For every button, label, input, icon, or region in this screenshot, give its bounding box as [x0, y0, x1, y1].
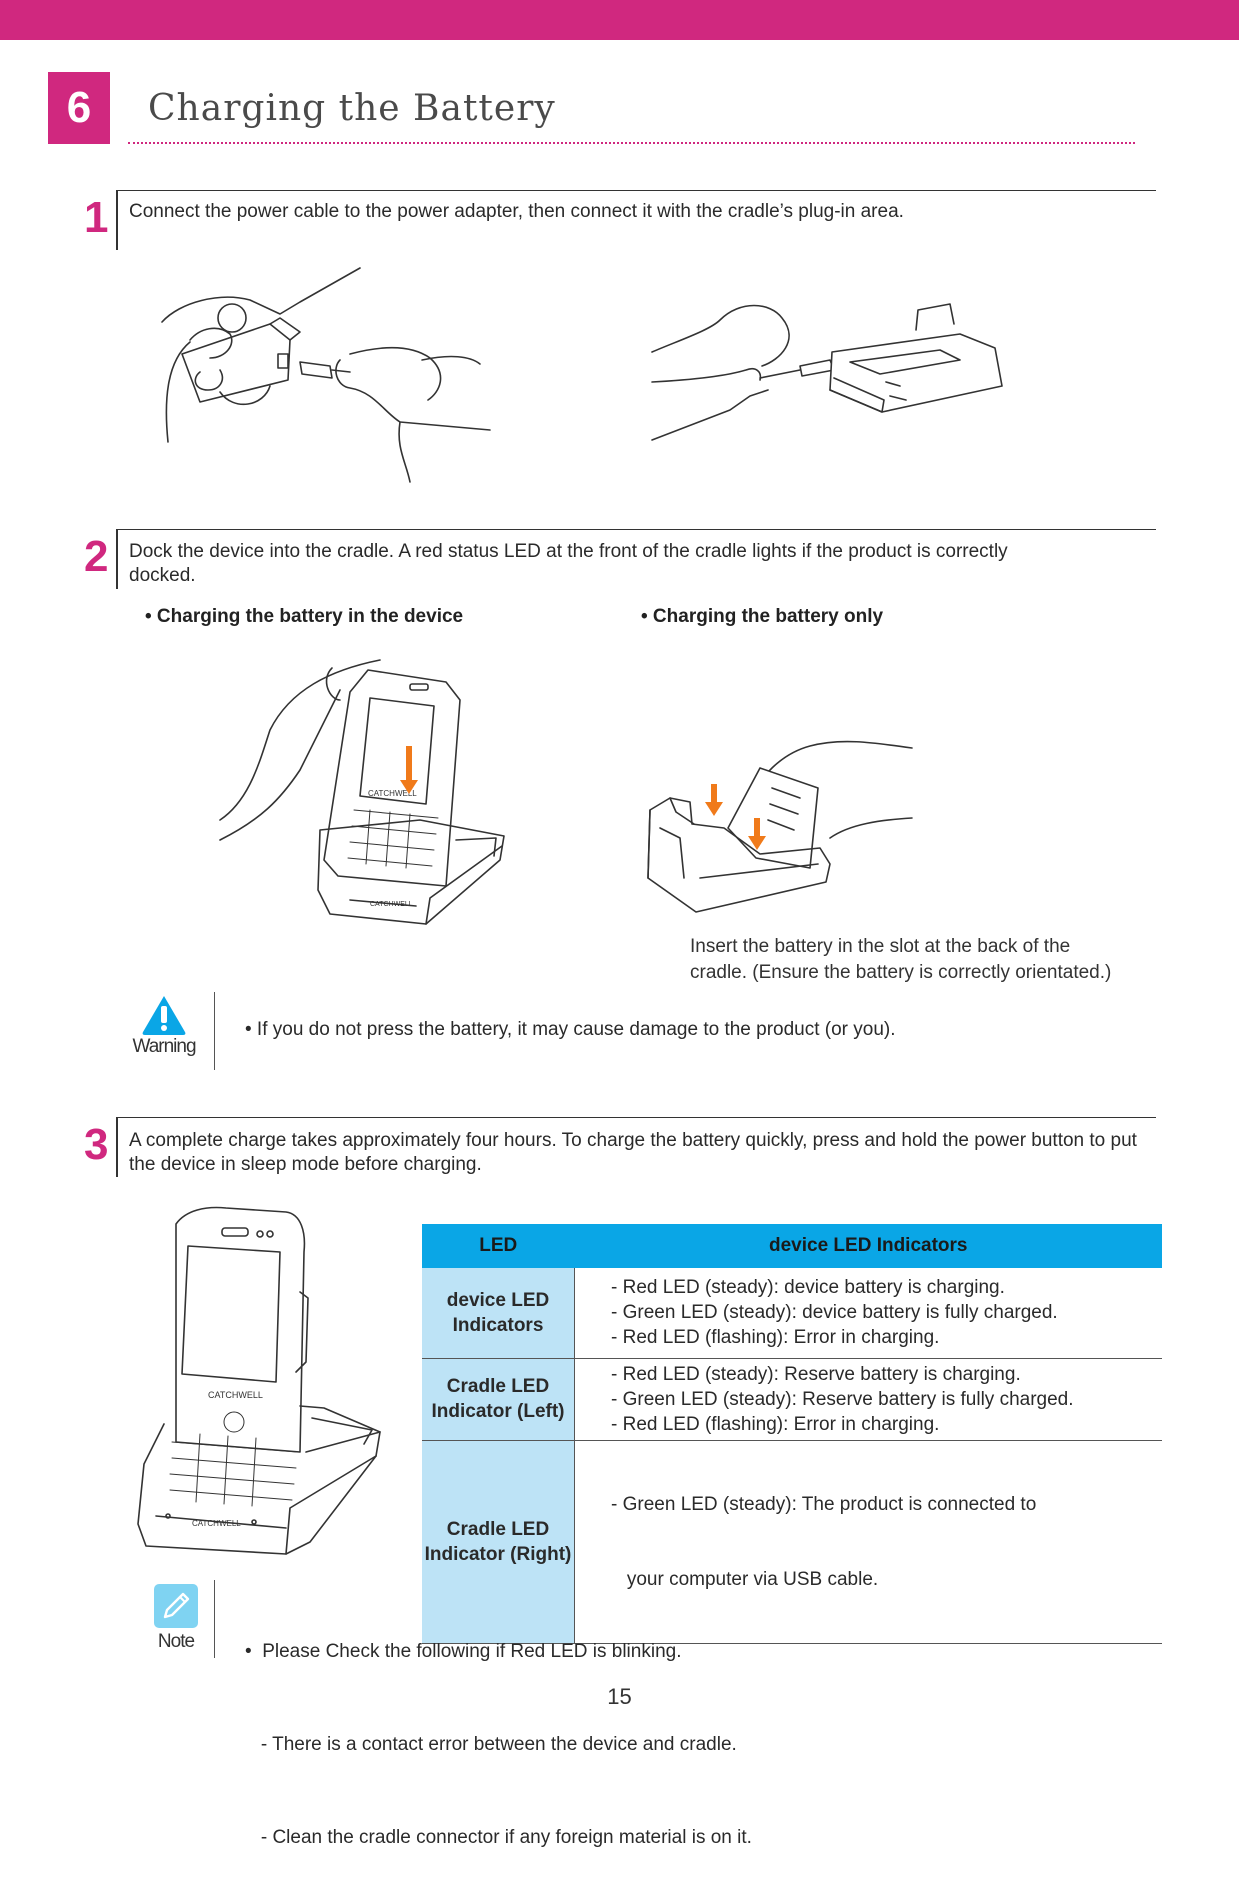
step-1-number: 1 — [84, 193, 109, 242]
svg-text:CATCHWELL: CATCHWELL — [208, 1390, 263, 1400]
battery-only-caption: Insert the battery in the slot at the ba… — [690, 934, 1111, 986]
desc-line: - Green LED (steady): The product is con… — [611, 1493, 1037, 1515]
row-description: - Red LED (steady): Reserve battery is c… — [574, 1358, 1162, 1441]
header-led: LED — [422, 1224, 575, 1268]
step-3-bar — [116, 1117, 118, 1177]
device-docking-illustration: CATCHWELL CATCHWELL — [219, 659, 505, 925]
desc-line: - Red LED (steady): device battery is ch… — [611, 1277, 1005, 1299]
desc-line: your computer via USB cable. — [611, 1568, 879, 1590]
table-row: Cradle LED Indicator (Left) - Red LED (s… — [422, 1358, 1162, 1441]
step-2-bar — [116, 529, 118, 589]
page-number: 15 — [607, 1684, 632, 1709]
step-1-text: Connect the power cable to the power ada… — [129, 201, 904, 222]
led-indicator-table: LED device LED Indicators device LED Ind… — [422, 1224, 1162, 1644]
note-block: Note — [150, 1583, 202, 1653]
row-label: device LED Indicators — [422, 1268, 575, 1359]
table-header-row: LED device LED Indicators — [422, 1224, 1162, 1268]
table-row: device LED Indicators - Red LED (steady)… — [422, 1268, 1162, 1359]
cradle-plug-illustration — [651, 303, 1003, 441]
desc-line: - Green LED (steady): device battery is … — [611, 1302, 1058, 1324]
battery-only-illustration — [647, 740, 913, 913]
step-3-text: A complete charge takes approximately fo… — [129, 1130, 1137, 1175]
section-number-badge: 6 — [48, 72, 110, 144]
table-row: Cradle LED Indicator (Right) - Green LED… — [422, 1440, 1162, 1644]
caption-line-2: cradle. (Ensure the battery is correctly… — [690, 962, 1112, 983]
row-description: - Green LED (steady): The product is con… — [574, 1440, 1162, 1644]
svg-text:CATCHWELL: CATCHWELL — [368, 789, 417, 798]
top-color-bar — [0, 0, 1239, 40]
desc-line: - Red LED (flashing): Error in charging. — [611, 1327, 940, 1349]
note-line: - Clean the cradle connector if any fore… — [245, 1827, 752, 1848]
warning-block: Warning — [132, 994, 197, 1064]
warning-icon — [142, 996, 186, 1035]
note-line: - There is a contact error between the d… — [245, 1734, 737, 1755]
step-3-rule — [116, 1117, 1156, 1118]
adapter-plug-illustration — [161, 267, 491, 483]
warning-divider — [214, 992, 215, 1070]
option-battery-in-device: • Charging the battery in the device — [145, 606, 464, 627]
warning-label: Warning — [132, 1036, 196, 1057]
row-label: Cradle LED Indicator (Right) — [422, 1440, 575, 1644]
desc-line: - Green LED (steady): Reserve battery is… — [611, 1388, 1074, 1410]
pencil-note-icon — [154, 1584, 198, 1628]
note-text: • Please Check the following if Red LED … — [245, 1574, 752, 1884]
section-title: Charging the Battery — [148, 88, 556, 129]
svg-text:CATCHWELL: CATCHWELL — [370, 901, 413, 908]
header-device-led-indicators: device LED Indicators — [574, 1224, 1162, 1268]
svg-text:CATCHWELL: CATCHWELL — [192, 1519, 241, 1528]
step-3-number: 3 — [84, 1120, 109, 1169]
row-label: Cradle LED Indicator (Left) — [422, 1358, 575, 1441]
desc-line: - Red LED (flashing): Error in charging. — [611, 1413, 940, 1435]
row-description: - Red LED (steady): device battery is ch… — [574, 1268, 1162, 1359]
note-divider — [214, 1580, 215, 1658]
title-dotted-divider — [128, 142, 1135, 144]
step-1-rule — [116, 190, 1156, 191]
note-line: • Please Check the following if Red LED … — [245, 1641, 682, 1662]
option-battery-only: • Charging the battery only — [641, 606, 884, 627]
step-2-rule — [116, 529, 1156, 530]
caption-line-1: Insert the battery in the slot at the ba… — [690, 936, 1071, 957]
step-2-text: Dock the device into the cradle. A red s… — [129, 541, 1008, 586]
docked-device-illustration: CATCHWELL CATCHWELL — [137, 1206, 381, 1555]
step-1-bar — [116, 190, 118, 250]
warning-text: • If you do not press the battery, it ma… — [245, 1019, 896, 1040]
desc-line: - Red LED (steady): Reserve battery is c… — [611, 1363, 1021, 1385]
note-label: Note — [157, 1631, 195, 1652]
step-2-number: 2 — [84, 532, 109, 581]
